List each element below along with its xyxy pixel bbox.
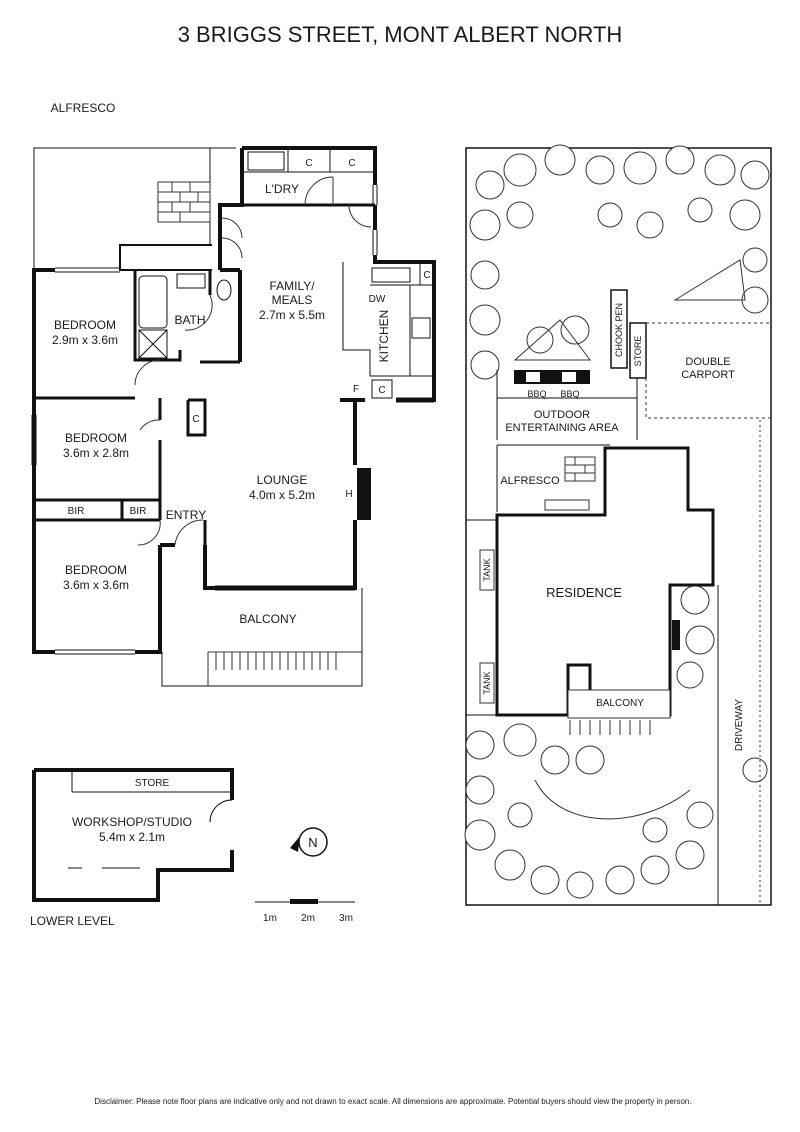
laundry-cupboard-2: C xyxy=(348,158,355,169)
family-meals-label-2: MEALS xyxy=(272,293,313,307)
bedroom-3-dims: 3.6m x 3.6m xyxy=(63,578,129,592)
heater-label: H xyxy=(345,489,352,500)
door-swings xyxy=(134,176,372,546)
site-store-box xyxy=(629,322,647,379)
alfresco-outline xyxy=(33,147,236,269)
garden-trees-top xyxy=(469,144,770,380)
laundry-label: L'DRY xyxy=(265,182,299,196)
balcony-outline xyxy=(161,588,363,687)
family-meals-label: FAMILY/ xyxy=(269,279,315,293)
carport-label-2: CARPORT xyxy=(681,369,735,381)
laundry-cupboard-1: C xyxy=(305,158,312,169)
garden-trees-side xyxy=(676,585,768,783)
bathtub-icon xyxy=(138,275,168,329)
site-alfresco-label: ALFRESCO xyxy=(500,475,560,487)
alfresco-label: ALFRESCO xyxy=(51,101,116,115)
balcony-label: BALCONY xyxy=(239,612,296,626)
disclaimer: Disclaimer: Please note floor plans are … xyxy=(94,1097,691,1106)
shower-icon xyxy=(138,329,168,359)
vanity-icon xyxy=(176,273,206,289)
kitchen-bench xyxy=(342,262,434,377)
main-floor-plan: C C L'DRY C DW KITCHEN F C ALFRESCO FAMI… xyxy=(31,101,436,687)
dishwasher-label: DW xyxy=(369,294,386,305)
bbq-bench xyxy=(514,370,590,384)
carport-outline xyxy=(645,378,771,419)
site-balcony-box xyxy=(567,689,671,719)
bbq-label-1: BBQ xyxy=(527,389,546,399)
heater-symbol xyxy=(357,468,371,520)
driveway-label: DRIVEWAY xyxy=(734,699,745,752)
stairs xyxy=(207,651,362,686)
bedroom-1-label: BEDROOM xyxy=(54,318,116,332)
tank-1 xyxy=(479,549,495,591)
bath-label: BATH xyxy=(174,313,205,327)
workshop-dims: 5.4m x 2.1m xyxy=(99,830,165,844)
laundry-sink-icon xyxy=(247,151,285,171)
tank-label-1: TANK xyxy=(482,558,492,581)
scale-bar: 1m 2m 3m xyxy=(255,899,355,924)
workshop-label: WORKSHOP/STUDIO xyxy=(72,815,192,829)
cooktop-icon xyxy=(411,317,431,339)
page-title: 3 BRIGGS STREET, MONT ALBERT NORTH xyxy=(178,22,623,47)
scale-label-3m: 3m xyxy=(339,913,353,924)
property-boundary xyxy=(465,147,772,906)
site-balcony-label: BALCONY xyxy=(596,698,644,709)
outdoor-entertaining-label: OUTDOOR xyxy=(534,409,590,421)
lower-level-label: LOWER LEVEL xyxy=(30,914,115,928)
outdoor-entertaining-label-2: ENTERTAINING AREA xyxy=(505,422,619,434)
kitchen-label: KITCHEN xyxy=(377,310,391,363)
entry-label: ENTRY xyxy=(166,508,206,522)
garden-trees-bottom xyxy=(464,723,714,899)
bedroom-3-label: BEDROOM xyxy=(65,563,127,577)
garden-bed-top xyxy=(673,259,746,301)
residence-label: RESIDENCE xyxy=(546,585,622,600)
kitchen-cupboard: C xyxy=(423,270,430,281)
toilet-icon xyxy=(216,279,232,301)
site-plan: CHOOK PEN STORE DOUBLE CARPORT BBQ BBQ O… xyxy=(464,144,772,906)
family-meals-dims: 2.7m x 5.5m xyxy=(259,308,325,322)
hall-cupboard: C xyxy=(192,414,199,425)
scale-label-2m: 2m xyxy=(301,913,315,924)
kitchen-sink-icon xyxy=(371,267,411,283)
tank-2 xyxy=(479,662,495,704)
tank-label-2: TANK xyxy=(482,671,492,694)
bedroom-2-dims: 3.6m x 2.8m xyxy=(63,446,129,460)
bir-label-1: BIR xyxy=(68,506,85,517)
site-store-label: STORE xyxy=(633,336,643,367)
lower-store-label: STORE xyxy=(135,778,170,789)
bedroom-1-dims: 2.9m x 3.6m xyxy=(52,333,118,347)
bedroom-2-label: BEDROOM xyxy=(65,431,127,445)
windows xyxy=(31,185,434,655)
fridge-label: F xyxy=(353,384,359,395)
kitchen-cupboard-2: C xyxy=(378,385,385,396)
site-brick-icon xyxy=(564,456,596,482)
lower-level-plan: STORE WORKSHOP/STUDIO 5.4m x 2.1m LOWER … xyxy=(30,768,234,928)
bbq-label-2: BBQ xyxy=(560,389,579,399)
lounge-label: LOUNGE xyxy=(257,473,308,487)
bir-label-2: BIR xyxy=(130,506,147,517)
chook-pen-label: CHOOK PEN xyxy=(614,303,624,357)
brick-bbq-symbol xyxy=(157,181,211,223)
north-compass: N xyxy=(290,827,328,857)
scale-label-1m: 1m xyxy=(263,913,277,924)
chook-pen-box xyxy=(610,289,628,369)
carport-label: DOUBLE xyxy=(685,356,730,368)
compass-north-icon: N xyxy=(308,835,317,850)
lounge-dims: 4.0m x 5.2m xyxy=(249,488,315,502)
